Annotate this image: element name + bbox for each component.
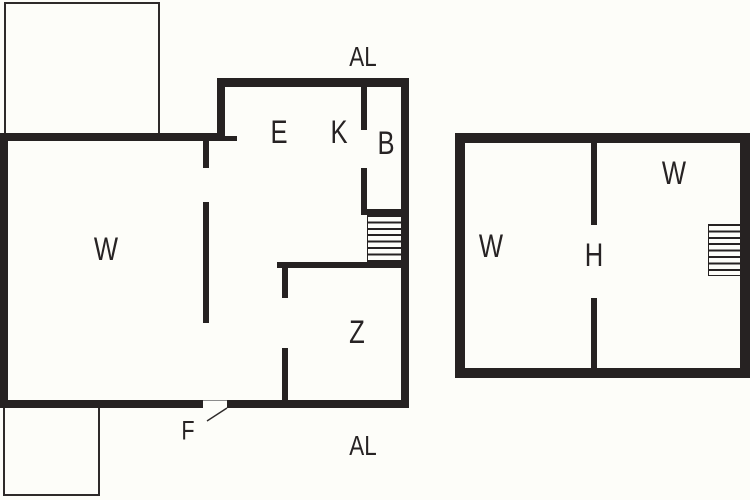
partition-b-bottom	[361, 209, 401, 215]
entrance-door-threshold	[203, 400, 227, 402]
stairs-ground-floor	[367, 215, 401, 262]
hall-label-h: H	[584, 237, 604, 273]
room-label-e: E	[270, 114, 288, 150]
ground-wall-upper-left	[217, 78, 225, 141]
ground-wall-west	[0, 133, 8, 408]
partition-corridor-z-top	[277, 262, 401, 268]
partition-z-lower	[282, 348, 288, 400]
ground-wall-north	[0, 133, 222, 141]
room-label-z: Z	[349, 314, 365, 350]
upper-partition-lower	[591, 298, 597, 368]
annex-bottom-left	[3, 404, 100, 496]
partition-w-e-lower	[203, 202, 209, 323]
ground-wall-south-left	[0, 400, 203, 408]
partition-k-b-upper	[361, 87, 367, 130]
partition-z-upper	[282, 268, 288, 298]
partition-k-b-lower	[361, 168, 367, 215]
upper-wall-right	[740, 133, 750, 378]
ground-wall-north-extension	[222, 136, 237, 141]
entrance-label-f: F	[181, 415, 195, 446]
partition-w-e-upper	[203, 141, 209, 168]
annex-top-left	[4, 2, 160, 135]
upper-wall-bottom	[455, 368, 750, 378]
upper-wall-left	[455, 133, 465, 378]
room-label-w-ground: W	[93, 231, 119, 267]
upper-wall-top	[455, 133, 750, 143]
ground-wall-south-right	[227, 400, 409, 408]
ground-wall-top	[217, 78, 409, 87]
balcony-label-top: AL	[349, 41, 377, 72]
room-label-b: B	[377, 125, 395, 161]
balcony-label-bottom: AL	[349, 430, 377, 461]
room-label-w-upper-right: W	[661, 155, 687, 191]
stairs-upper-floor	[708, 224, 740, 276]
room-label-w-upper-left: W	[478, 228, 504, 264]
entrance-door-leader-line	[206, 407, 228, 422]
room-label-k: K	[330, 114, 348, 150]
ground-wall-east	[401, 78, 409, 408]
upper-partition-upper	[591, 143, 597, 225]
